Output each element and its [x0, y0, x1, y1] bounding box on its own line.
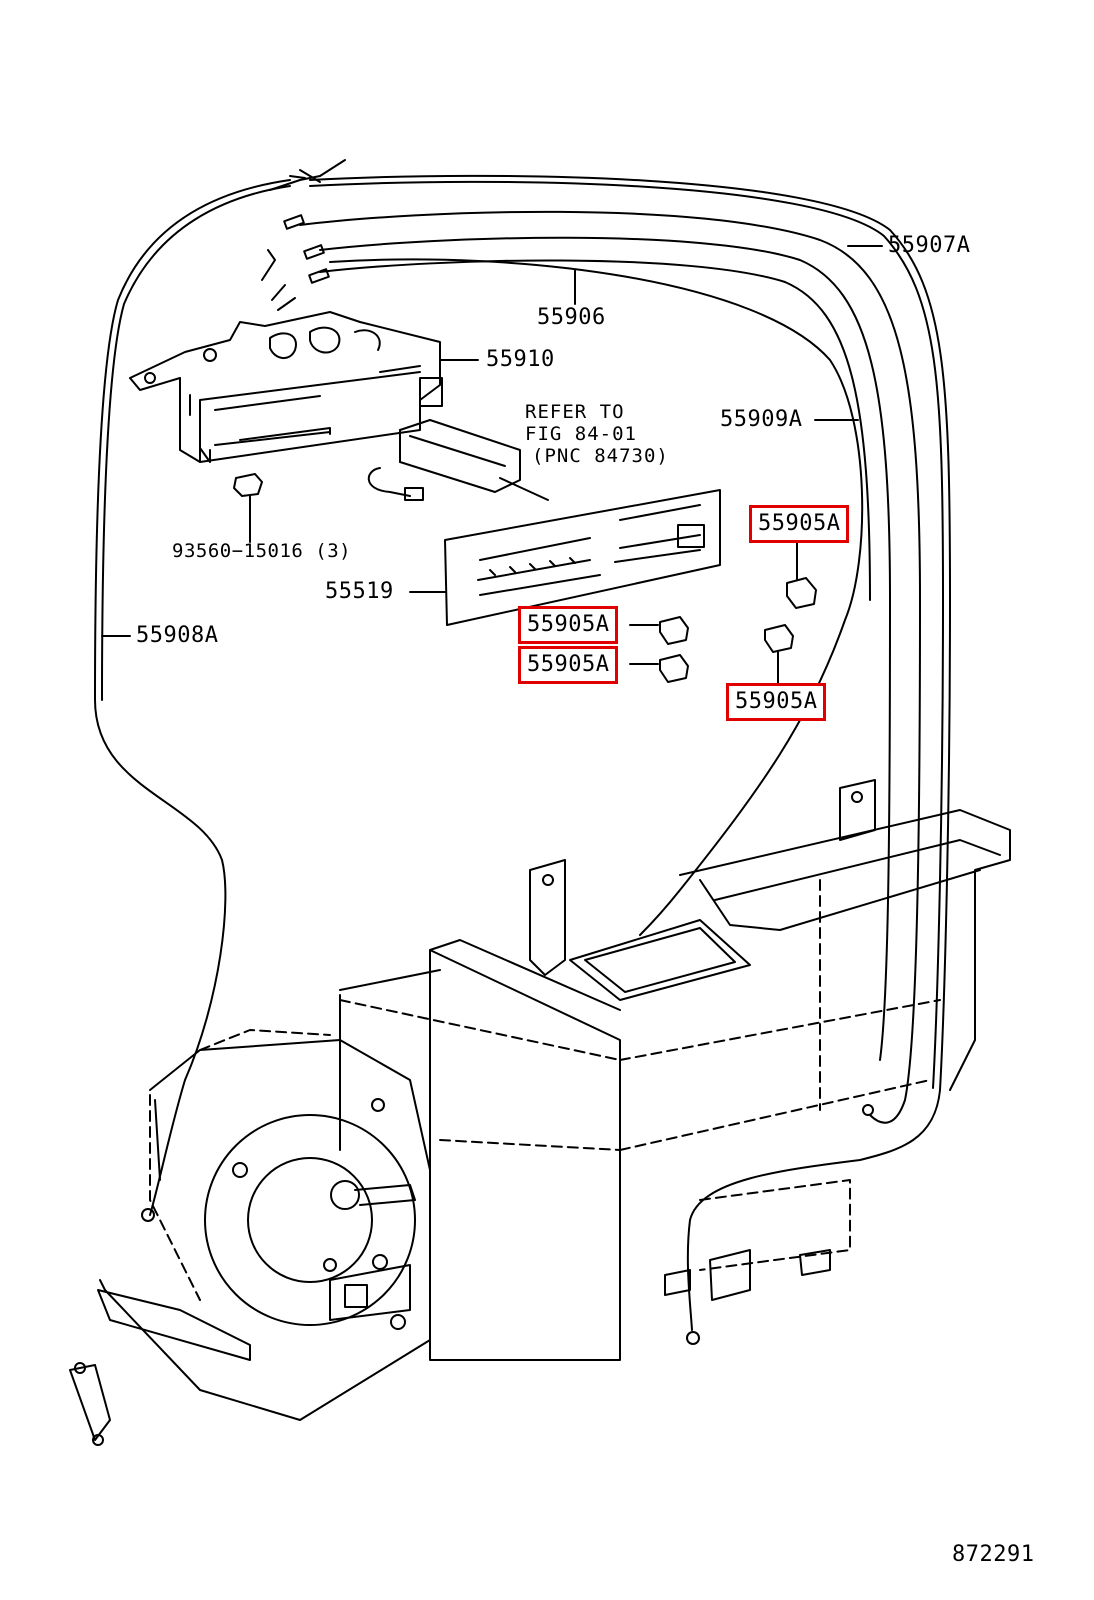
callout-55907A: 55907A	[888, 233, 971, 258]
screw-93560	[233, 473, 263, 541]
control-assembly-55910	[129, 311, 443, 463]
referenced-module	[367, 419, 549, 501]
cable-55906	[299, 210, 921, 1124]
callout-55908A: 55908A	[136, 623, 219, 648]
reference-note-line3: (PNC 84730)	[532, 445, 669, 467]
cable-55908A	[94, 169, 321, 1216]
callout-55909A: 55909A	[720, 407, 803, 432]
callout-55905A-highlighted: 55905A	[749, 505, 850, 543]
callout-55905A-highlighted: 55905A	[726, 683, 827, 721]
callout-55910: 55910	[486, 347, 555, 372]
cable-end-fittings	[261, 159, 346, 311]
reference-note-line1: REFER TO	[525, 401, 625, 423]
control-panel-55519	[444, 489, 721, 626]
cable-55907A	[309, 174, 951, 1345]
callout-55519: 55519	[325, 579, 394, 604]
callout-55906: 55906	[537, 305, 606, 330]
heater-unit	[69, 779, 1011, 1446]
reference-note-line2: FIG 84-01	[525, 423, 637, 445]
figure-number: 872291	[952, 1542, 1035, 1567]
callout-55905A-highlighted: 55905A	[518, 606, 619, 644]
cable-55909A	[329, 258, 864, 936]
callout-55905A-highlighted: 55905A	[518, 646, 619, 684]
leader-lines	[101, 245, 883, 684]
callout-93560-15016: 93560−15016 (3)	[172, 540, 352, 562]
knob-set-55905A	[659, 577, 817, 683]
